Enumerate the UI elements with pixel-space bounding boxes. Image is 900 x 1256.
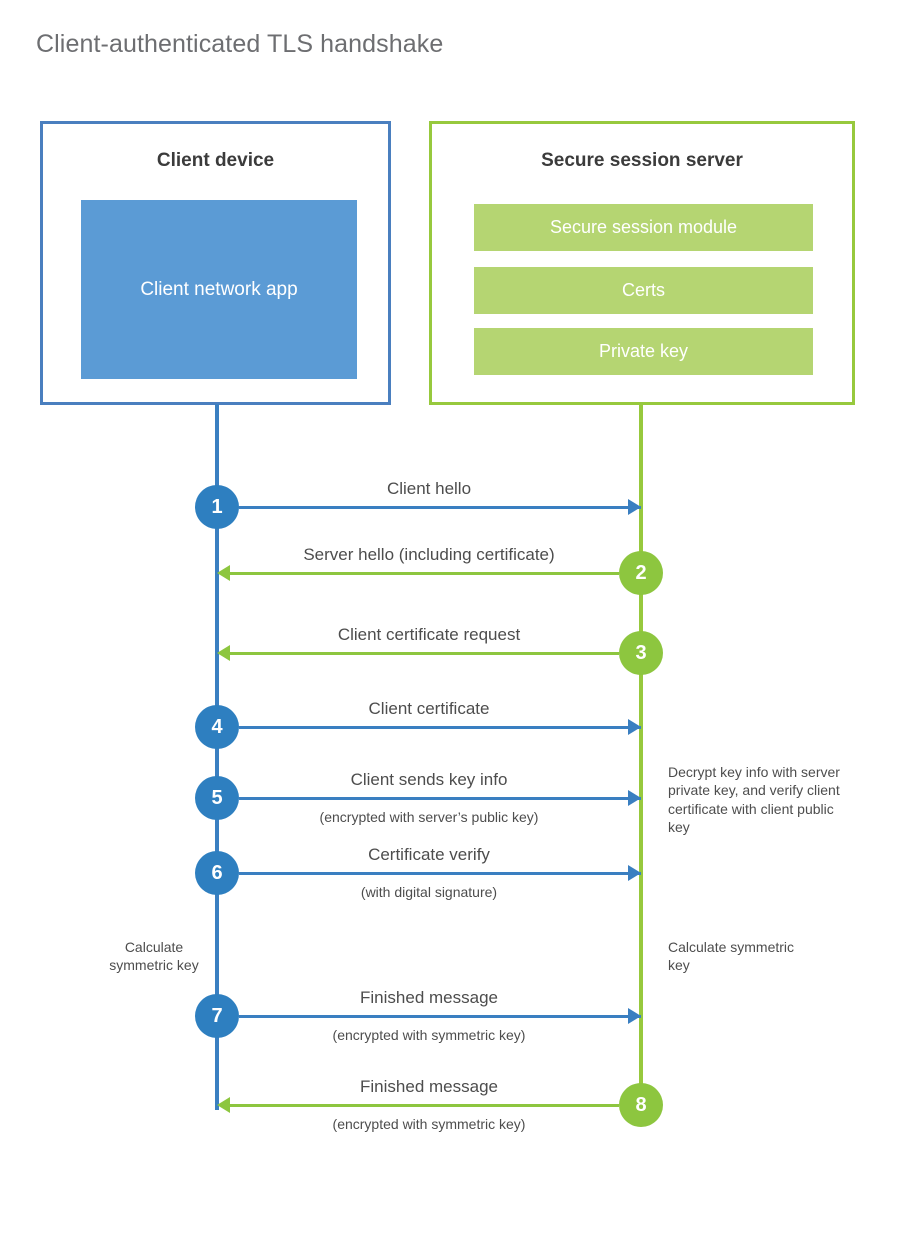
step-arrow-head-5 bbox=[628, 790, 641, 806]
step-arrow-line-5 bbox=[239, 797, 641, 800]
step-arrow-line-1 bbox=[239, 506, 641, 509]
step-label-5: Client sends key info bbox=[350, 770, 508, 789]
client-lifeline bbox=[215, 404, 219, 1110]
step-circle-7: 7 bbox=[195, 994, 239, 1038]
step-circle-6: 6 bbox=[195, 851, 239, 895]
client-network-app-block: Client network app bbox=[81, 200, 357, 379]
step-label-4: Client certificate bbox=[368, 699, 490, 718]
step-circle-1: 1 bbox=[195, 485, 239, 529]
step-arrow-line-8 bbox=[230, 1104, 619, 1107]
secure-session-server-title: Secure session server bbox=[541, 150, 743, 171]
annotation-server-calculate-symmetric-key: Calculate symmetric key bbox=[668, 939, 795, 974]
annotation-server-decrypt: Decrypt key info with server private key… bbox=[668, 764, 840, 836]
step-sublabel-6: (with digital signature) bbox=[360, 884, 498, 900]
secure-session-server-box: Secure session server Secure session mod… bbox=[429, 121, 855, 405]
client-device-title: Client device bbox=[156, 150, 275, 171]
step-arrow-head-6 bbox=[628, 865, 641, 881]
step-sublabel-8: (encrypted with symmetric key) bbox=[332, 1116, 526, 1132]
step-arrow-line-3 bbox=[230, 652, 619, 655]
client-device-box: Client device Client network app bbox=[40, 121, 391, 405]
step-label-7: Finished message bbox=[360, 988, 498, 1007]
server-component-certs: Certs bbox=[474, 267, 813, 314]
step-arrow-line-4 bbox=[239, 726, 641, 729]
server-lifeline bbox=[639, 404, 643, 1106]
step-label-2: Server hello (including certificate) bbox=[303, 545, 555, 564]
step-label-6: Certificate verify bbox=[368, 845, 490, 864]
step-arrow-line-6 bbox=[239, 872, 641, 875]
step-circle-4: 4 bbox=[195, 705, 239, 749]
step-sublabel-5: (encrypted with server’s public key) bbox=[319, 809, 539, 825]
step-arrow-line-7 bbox=[239, 1015, 641, 1018]
annotation-client-calculate-symmetric-key: Calculate symmetric key bbox=[109, 939, 199, 974]
step-circle-8: 8 bbox=[619, 1083, 663, 1127]
step-circle-5: 5 bbox=[195, 776, 239, 820]
page-title: Client-authenticated TLS handshake bbox=[36, 30, 444, 58]
step-arrow-head-1 bbox=[628, 499, 641, 515]
server-component-secure-session-module: Secure session module bbox=[474, 204, 813, 251]
step-arrow-head-7 bbox=[628, 1008, 641, 1024]
step-arrow-head-3 bbox=[217, 645, 230, 661]
step-label-8: Finished message bbox=[360, 1077, 498, 1096]
step-circle-2: 2 bbox=[619, 551, 663, 595]
step-label-1: Client hello bbox=[386, 479, 472, 498]
step-sublabel-7: (encrypted with symmetric key) bbox=[332, 1027, 526, 1043]
step-arrow-head-4 bbox=[628, 719, 641, 735]
step-label-3: Client certificate request bbox=[337, 625, 521, 644]
step-arrow-line-2 bbox=[230, 572, 619, 575]
server-component-private-key: Private key bbox=[474, 328, 813, 375]
step-arrow-head-2 bbox=[217, 565, 230, 581]
step-circle-3: 3 bbox=[619, 631, 663, 675]
step-arrow-head-8 bbox=[217, 1097, 230, 1113]
